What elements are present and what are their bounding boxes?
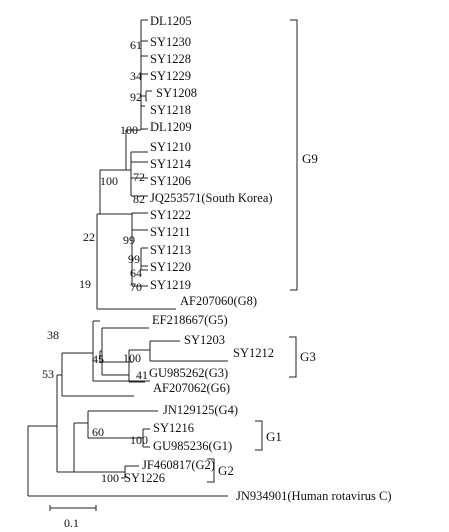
leaf-JQ253571: JQ253571(South Korea) — [150, 191, 273, 205]
group-label-G3: G3 — [300, 349, 316, 364]
support-value: 45 — [92, 352, 104, 366]
leaf-JF460817: JF460817(G2) — [142, 458, 215, 472]
support-value: 61 — [130, 38, 142, 52]
support-value: 34 — [130, 69, 142, 83]
support-value: 100 — [130, 433, 148, 447]
support-value: 19 — [79, 277, 91, 291]
leaf-EF218667: EF218667(G5) — [152, 313, 228, 327]
support-value: 99 — [123, 233, 135, 247]
support-value: 100 — [100, 174, 118, 188]
leaf-DL1205: DL1205 — [150, 14, 192, 28]
support-value: 22 — [83, 230, 95, 244]
leaf-SY1208: SY1208 — [156, 86, 197, 100]
leaf-labels: DL1205 SY1230 SY1228 SY1229 SY1208 SY121… — [124, 14, 392, 503]
support-value: 100 — [120, 123, 138, 137]
support-value: 92 — [130, 90, 142, 104]
support-value: 41 — [136, 368, 148, 382]
support-value: 100 — [123, 351, 141, 365]
group-labels: G9 G3 G1 G2 — [218, 151, 318, 478]
leaf-SY1210: SY1210 — [150, 140, 191, 154]
leaf-AF207060: AF207060(G8) — [180, 294, 257, 308]
leaf-SY1219: SY1219 — [150, 278, 191, 292]
leaf-SY1206: SY1206 — [150, 174, 191, 188]
support-value: 100 — [101, 471, 119, 485]
leaf-SY1226: SY1226 — [124, 471, 165, 485]
support-value: 64 — [130, 266, 142, 280]
tree-branches — [27, 19, 228, 511]
group-label-G9: G9 — [302, 151, 318, 166]
support-value: 38 — [47, 328, 59, 342]
leaf-GU985236: GU985236(G1) — [153, 439, 232, 453]
leaf-SY1216: SY1216 — [153, 421, 194, 435]
leaf-SY1228: SY1228 — [150, 52, 191, 66]
leaf-SY1212: SY1212 — [233, 346, 274, 360]
support-values: 61 34 92 100 72 82 100 99 99 64 70 22 19… — [42, 38, 148, 485]
leaf-SY1213: SY1213 — [150, 243, 191, 257]
group-label-G1: G1 — [266, 429, 282, 444]
leaf-DL1209: DL1209 — [150, 120, 192, 134]
leaf-AF207062: AF207062(G6) — [153, 381, 230, 395]
support-value: 82 — [133, 192, 145, 206]
support-value: 53 — [42, 367, 54, 381]
leaf-SY1229: SY1229 — [150, 69, 191, 83]
support-value: 72 — [133, 170, 145, 184]
leaf-JN129125: JN129125(G4) — [163, 403, 238, 417]
leaf-SY1220: SY1220 — [150, 260, 191, 274]
group-label-G2: G2 — [218, 463, 234, 478]
leaf-GU985262: GU985262(G3) — [149, 366, 228, 380]
leaf-SY1222: SY1222 — [150, 208, 191, 222]
group-brackets — [207, 19, 298, 483]
support-value: 70 — [130, 280, 142, 294]
leaf-SY1214: SY1214 — [150, 157, 192, 171]
leaf-SY1211: SY1211 — [150, 225, 191, 239]
support-value: 60 — [92, 425, 104, 439]
leaf-SY1203: SY1203 — [184, 333, 225, 347]
leaf-SY1218: SY1218 — [150, 103, 191, 117]
support-value: 99 — [128, 252, 140, 266]
leaf-SY1230: SY1230 — [150, 35, 191, 49]
leaf-JN934901: JN934901(Human rotavirus C) — [236, 489, 392, 503]
scale-bar-label: 0.1 — [64, 516, 79, 530]
